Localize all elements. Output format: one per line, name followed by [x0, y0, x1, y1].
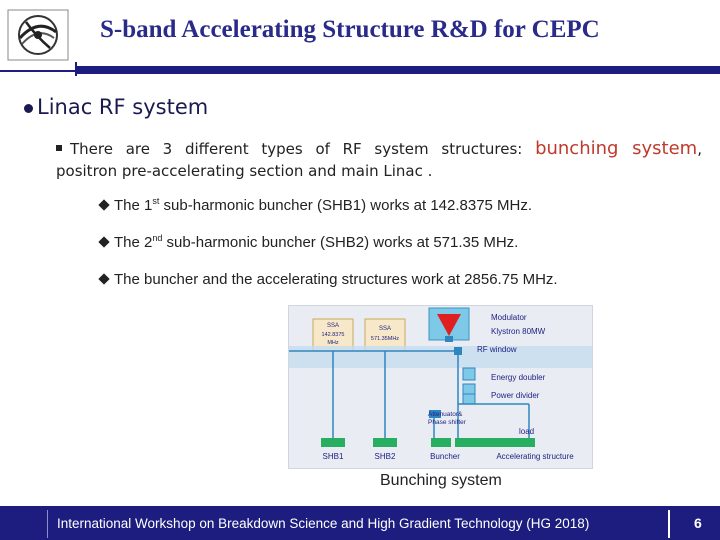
bunching-system-diagram: SSA 142.8375 MHz SSA 571.35MHz Modulator…	[288, 305, 593, 469]
diagram-caption: Bunching system	[380, 472, 502, 489]
attenuator-box	[429, 410, 441, 418]
bullet-dot-icon	[24, 103, 33, 113]
institute-logo	[7, 9, 69, 61]
ssa1-label-1: SSA	[327, 323, 339, 329]
shb1-box	[321, 438, 345, 447]
bullet-level1: Linac RF system	[24, 95, 208, 119]
ssa1-label-2: 142.8375	[322, 332, 345, 338]
power-divider-box	[462, 393, 476, 405]
klystron-label: Klystron 80MW	[491, 327, 546, 336]
footer-bar: International Workshop on Breakdown Scie…	[0, 506, 720, 540]
power-divider-label: Power divider	[491, 391, 540, 400]
energy-doubler-box	[462, 367, 476, 381]
ssa2-label-2: 571.35MHz	[371, 336, 399, 342]
bullet-level2-line2: positron pre-accelerating section and ma…	[56, 162, 433, 180]
page-number: 6	[694, 515, 702, 531]
klystron-icon	[437, 314, 461, 336]
slide-title: S-band Accelerating Structure R&D for CE…	[100, 16, 600, 43]
ssa2-label-1: SSA	[379, 326, 391, 332]
diamond-bullet-icon	[98, 273, 110, 285]
bullet-level3-1: The 1st sub-harmonic buncher (SHB1) work…	[98, 196, 532, 214]
footer-divider-right	[668, 510, 670, 538]
accelerating-structure-label: Accelerating structure	[496, 452, 574, 461]
shb2-box	[373, 438, 397, 447]
rf-window-label: RF window	[477, 345, 517, 354]
energy-doubler-label: Energy doubler	[491, 373, 546, 382]
buncher-label: Buncher	[430, 452, 460, 461]
ssa2-box	[364, 318, 406, 352]
highlight-bunching-system: bunching system	[535, 138, 698, 159]
title-divider-bar	[77, 66, 720, 74]
diamond-bullet-icon	[98, 199, 110, 211]
title-divider-left	[0, 70, 77, 72]
bullet-level3-2: The 2nd sub-harmonic buncher (SHB2) work…	[98, 233, 518, 251]
buncher-box	[431, 438, 451, 447]
shb1-label: SHB1	[323, 452, 344, 461]
bullet-level2-line1: There are 3 different types of RF system…	[56, 138, 702, 160]
title-divider-tick	[75, 62, 77, 76]
shb2-label: SHB2	[375, 452, 396, 461]
footer-divider-left	[47, 510, 48, 538]
attenuator-label-2: Phase shifter	[428, 419, 467, 426]
ssa1-label-3: MHz	[327, 340, 339, 346]
waveguide-band	[289, 346, 592, 368]
diamond-bullet-icon	[98, 236, 110, 248]
footer-text: International Workshop on Breakdown Scie…	[57, 516, 590, 531]
attenuator-label-1: Attenuator&	[428, 411, 463, 418]
square-bullet-icon	[56, 144, 62, 151]
accelerating-structure-box	[455, 438, 535, 447]
bullet-level1-text: Linac RF system	[37, 95, 209, 119]
load-label: load	[519, 427, 534, 436]
bullet-level2: There are 3 different types of RF system…	[56, 138, 702, 182]
bullet-level3-3: The buncher and the accelerating structu…	[98, 271, 558, 288]
modulator-label: Modulator	[491, 313, 527, 322]
